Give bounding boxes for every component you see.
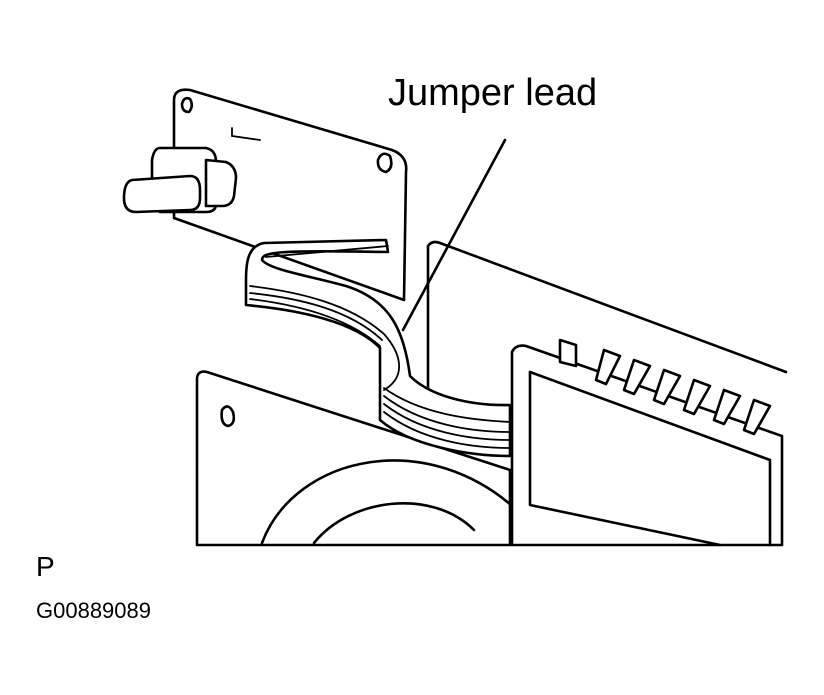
connector-block <box>510 338 784 547</box>
rear-circuit-board <box>426 240 788 394</box>
board-mounting-hole-left <box>180 96 194 114</box>
connector-pin-3 <box>622 358 652 396</box>
connector-pin-5 <box>682 378 712 416</box>
ribbon-jumper-lead <box>244 238 512 458</box>
connector-pin-1 <box>558 338 578 368</box>
connector-pin-4 <box>652 368 682 406</box>
callout-label: Jumper lead <box>388 72 597 114</box>
switch-knob <box>122 146 238 214</box>
callout-leader-line <box>401 138 507 332</box>
connector-pin-7 <box>742 398 772 436</box>
housing-inner-arc <box>312 502 476 545</box>
housing-outer-arc <box>260 459 524 545</box>
connector-pin-6 <box>712 388 742 426</box>
housing-mounting-hole <box>220 405 236 428</box>
figure-id: G00889089 <box>36 598 151 623</box>
view-letter: P <box>36 551 55 582</box>
lower-housing <box>195 370 524 547</box>
connector-pin-2 <box>594 348 622 386</box>
board-slot <box>231 127 261 141</box>
board-mounting-hole-right <box>376 152 393 174</box>
